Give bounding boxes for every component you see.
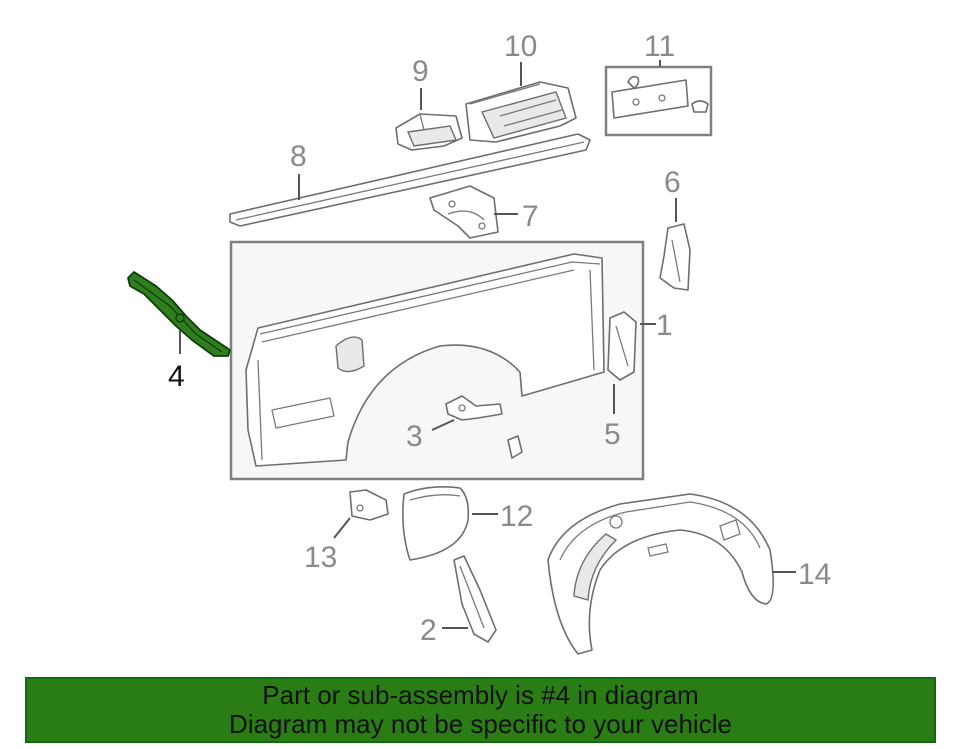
callout-12: 12: [500, 500, 533, 533]
part-4-highlighted: [127, 271, 231, 357]
callout-10: 10: [504, 30, 537, 63]
leader-lines: [179, 60, 796, 629]
part-9-storage-bin: [395, 113, 463, 151]
part-2-bracket: [453, 555, 497, 643]
part-1-bed-side-panel: [245, 253, 605, 467]
part-5-bracket: [607, 311, 637, 381]
part-10-storage-bin: [465, 81, 577, 143]
callout-4: 4: [168, 360, 185, 393]
part-14-wheelhouse-liner: [547, 493, 774, 655]
callout-9: 9: [412, 55, 429, 88]
banner-line-2: Diagram may not be specific to your vehi…: [229, 709, 732, 739]
callout-1: 1: [656, 309, 673, 342]
callout-8: 8: [290, 140, 307, 173]
info-banner: Part or sub-assembly is #4 in diagram Di…: [25, 677, 936, 743]
part-7-bracket: [429, 185, 499, 239]
callout-14: 14: [798, 558, 831, 591]
banner-line-1: Part or sub-assembly is #4 in diagram: [262, 680, 699, 710]
part-12-fuel-door: [402, 486, 470, 561]
callout-13: 13: [304, 541, 337, 574]
callout-11: 11: [644, 30, 675, 63]
part-3-bracket: [445, 395, 503, 421]
part-11-plate: [611, 75, 709, 119]
callout-2: 2: [420, 614, 437, 647]
callout-6: 6: [664, 166, 681, 199]
callout-5: 5: [604, 418, 621, 451]
callout-3: 3: [406, 420, 423, 453]
callout-7: 7: [522, 200, 539, 233]
clip-part: [507, 435, 523, 459]
part-13-housing: [349, 489, 389, 521]
part-6-bracket: [659, 223, 691, 291]
part-8-bed-rail: [229, 133, 591, 227]
